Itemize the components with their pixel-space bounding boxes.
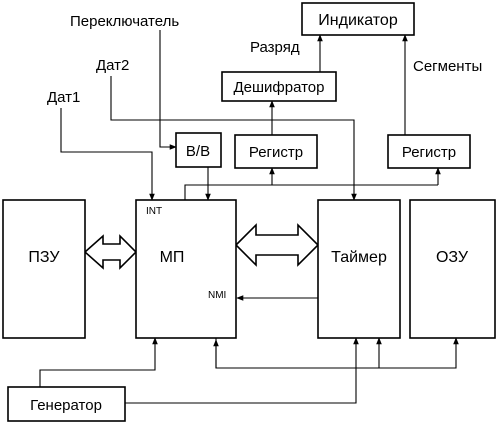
switch-label: Переключатель bbox=[70, 13, 179, 30]
register-left-label: Регистр bbox=[249, 144, 303, 161]
register-right-label: Регистр bbox=[402, 144, 456, 161]
sensor1-to-mp-int-line bbox=[60, 108, 155, 201]
generator-to-mp-line bbox=[39, 337, 158, 387]
bus-rom-mp bbox=[83, 234, 138, 270]
io-label: В/В bbox=[186, 143, 210, 160]
digit-label: Разряд bbox=[250, 39, 300, 56]
bus-mp-timer bbox=[234, 223, 320, 267]
int-pin-label: INT bbox=[146, 206, 162, 217]
timer-label: Таймер bbox=[331, 249, 387, 266]
sensor2-label: Дат2 bbox=[96, 57, 129, 74]
data-bus-line bbox=[184, 184, 438, 200]
sensor2-to-timer-line bbox=[110, 76, 357, 201]
sensor1-label: Дат1 bbox=[47, 89, 80, 106]
decoder-label: Дешифратор bbox=[234, 79, 325, 96]
rom-label: ПЗУ bbox=[28, 249, 60, 266]
rom-block bbox=[2, 199, 86, 339]
decoder-block bbox=[221, 71, 337, 102]
segments-label: Сегменты bbox=[413, 58, 482, 75]
register-left-block bbox=[234, 134, 318, 169]
ram-block bbox=[409, 199, 496, 339]
generator-to-timer-line bbox=[125, 337, 359, 404]
generator-label: Генератор bbox=[30, 397, 102, 414]
mp-block bbox=[135, 199, 237, 339]
mp-timer-ram-line bbox=[215, 337, 459, 369]
generator-block bbox=[7, 386, 126, 422]
connections bbox=[39, 30, 459, 404]
io-block bbox=[175, 132, 222, 168]
ram-label: ОЗУ bbox=[436, 249, 469, 266]
register-right-block bbox=[387, 134, 471, 169]
indicator-block bbox=[301, 2, 415, 36]
indicator-label: Индикатор bbox=[318, 12, 398, 29]
nmi-pin-label: NMI bbox=[208, 290, 226, 301]
mp-label: МП bbox=[160, 249, 185, 266]
switch-to-io-line bbox=[159, 30, 177, 150]
timer-block bbox=[317, 199, 401, 339]
